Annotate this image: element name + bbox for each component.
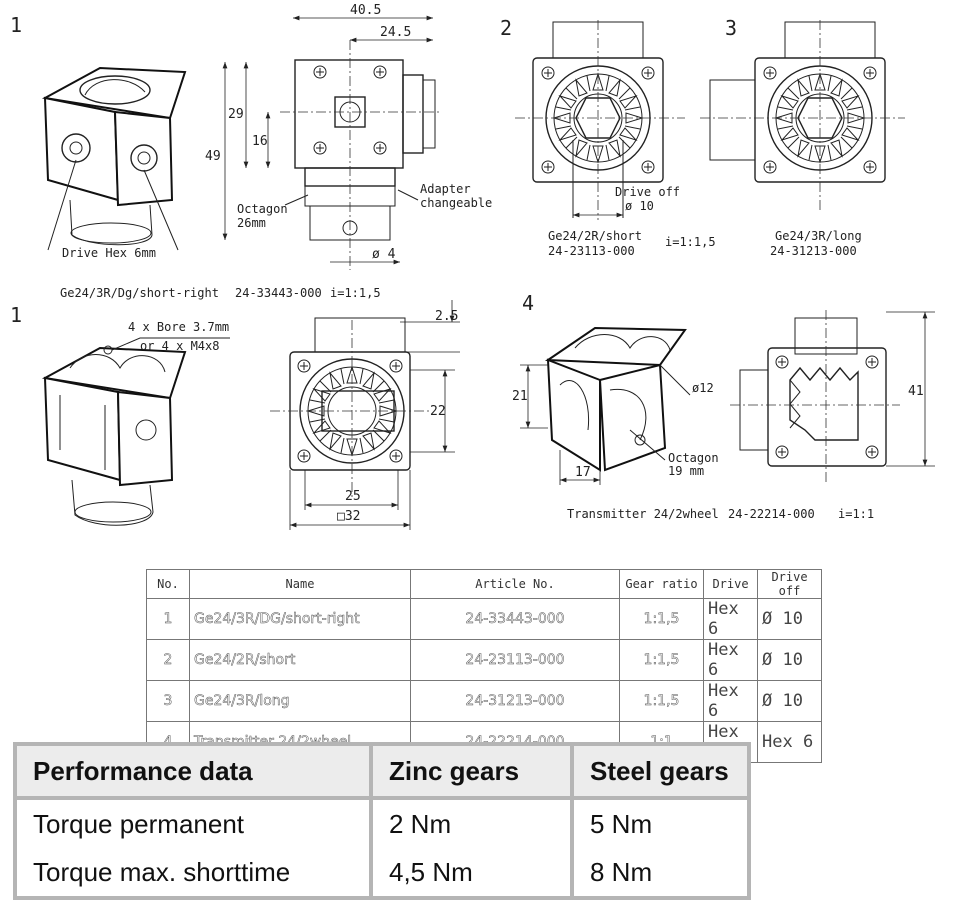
table-row: 3 Ge24/3R/long 24-31213-000 1:1,5 Hex 6 … — [146, 680, 822, 722]
drive-off-label: Drive off — [615, 185, 680, 199]
drive-hex-label: Drive Hex 6mm — [62, 246, 156, 260]
octagon-19-label: Octagon — [668, 451, 719, 465]
header-ratio: Gear ratio — [619, 569, 704, 599]
view-number-3: 3 — [725, 16, 737, 40]
table-row: Torque max. shorttime 4,5 Nm 8 Nm — [15, 848, 749, 898]
header-drive-off: Drive off — [757, 569, 822, 599]
dim-d12: ø12 — [692, 381, 714, 395]
dim-17: 17 — [575, 465, 591, 480]
dim-16: 16 — [252, 134, 268, 149]
dim-2-5: 2.5 — [435, 309, 458, 324]
row-name: Ge24/3R/DG/short-right — [189, 598, 411, 640]
performance-table: Performance data Zinc gears Steel gears … — [13, 742, 751, 900]
drive-off-diameter: ø 10 — [625, 199, 654, 213]
octagon-19-size: 19 mm — [668, 464, 704, 478]
header-drive: Drive — [703, 569, 758, 599]
view-3-label: Ge24/3R/long — [775, 229, 862, 243]
view-1-article: 24-33443-000 — [235, 286, 322, 300]
row-drive-off: Ø 10 — [757, 680, 822, 722]
view-2-front: 2 Drive off ø 10 Ge24/2R/short 24-23113-… — [500, 16, 716, 258]
octagon-label: Octagon — [237, 202, 288, 216]
table-row: Torque permanent 2 Nm 5 Nm — [15, 796, 749, 848]
view-1-label: Ge24/3R/Dg/short-right — [60, 286, 219, 300]
view-number-1: 1 — [10, 13, 22, 37]
view-2-label: Ge24/2R/short — [548, 229, 642, 243]
technical-drawing: 1 Drive Hex 6mm Ge24/3R/Dg/short-right 2… — [10, 3, 935, 530]
perf-header-steel: Steel gears — [572, 744, 749, 798]
octagon-size: 26mm — [237, 216, 266, 230]
header-no: No. — [146, 569, 190, 599]
row-drive: Hex 6 — [703, 639, 758, 681]
row-drive-off: Ø 10 — [757, 598, 822, 640]
view-number-1b: 1 — [10, 303, 22, 327]
dim-22: 22 — [430, 404, 446, 419]
row-ratio: 1:1,5 — [619, 639, 704, 681]
view-4-transmitter: 4 21 17 ø12 Octagon 19 mm 41 Transmitter… — [512, 291, 935, 521]
row-drive-off: Hex 6 — [757, 721, 822, 763]
row-no: 3 — [146, 680, 190, 722]
view-1b-front: 2.5 22 25 □32 — [270, 300, 460, 530]
dim-d4: ø 4 — [372, 247, 396, 262]
perf-row-steel: 8 Nm — [590, 856, 653, 887]
dim-24-5: 24.5 — [380, 25, 411, 40]
dim-25: 25 — [345, 489, 361, 504]
row-ratio: 1:1,5 — [619, 680, 704, 722]
header-article: Article No. — [410, 569, 620, 599]
view-number-2: 2 — [500, 16, 512, 40]
row-drive: Hex 6 — [703, 598, 758, 640]
row-no: 1 — [146, 598, 190, 640]
view-2-ratio: i=1:1,5 — [665, 235, 716, 249]
view-4-article: 24-22214-000 — [728, 507, 815, 521]
row-drive: Hex 6 — [703, 680, 758, 722]
performance-header: Performance data Zinc gears Steel gears — [15, 744, 749, 798]
view-number-4: 4 — [522, 291, 534, 315]
view-3-article: 24-31213-000 — [770, 244, 857, 258]
row-article: 24-31213-000 — [410, 680, 620, 722]
row-drive-off: Ø 10 — [757, 639, 822, 681]
bore-label: 4 x Bore 3.7mm — [128, 320, 229, 334]
view-4-label: Transmitter 24/2wheel — [567, 507, 719, 521]
row-name: Ge24/2R/short — [189, 639, 411, 681]
bore-thread: or 4 x M4x8 — [140, 339, 219, 353]
perf-header-zinc: Zinc gears — [371, 744, 574, 798]
table-row: 1 Ge24/3R/DG/short-right 24-33443-000 1:… — [146, 598, 822, 640]
row-ratio: 1:1,5 — [619, 598, 704, 640]
row-article: 24-33443-000 — [410, 598, 620, 640]
row-article: 24-23113-000 — [410, 639, 620, 681]
article-table-header: No. Name Article No. Gear ratio Drive Dr… — [146, 569, 822, 599]
dim-21: 21 — [512, 389, 528, 404]
view-1-ratio: i=1:1,5 — [330, 286, 381, 300]
perf-row-steel: 5 Nm — [572, 796, 749, 848]
perf-header-label: Performance data — [15, 744, 373, 798]
perf-row-zinc: 4,5 Nm — [371, 848, 574, 898]
perf-row-label: Torque max. shorttime — [15, 848, 373, 898]
view-1b-isometric: 1 4 x Bore 3.7mm or 4 x M4x8 — [10, 303, 230, 526]
view-1-isometric: 1 Drive Hex 6mm Ge24/3R/Dg/short-right 2… — [10, 13, 381, 300]
dim-32: □32 — [337, 509, 360, 524]
view-4-ratio: i=1:1 — [838, 507, 874, 521]
dim-40-5: 40.5 — [350, 3, 381, 18]
row-no: 2 — [146, 639, 190, 681]
perf-row-label: Torque permanent — [15, 796, 373, 848]
dim-29: 29 — [228, 107, 244, 122]
header-name: Name — [189, 569, 411, 599]
row-name: Ge24/3R/long — [189, 680, 411, 722]
dim-49: 49 — [205, 149, 221, 164]
adapter-label: Adapter — [420, 182, 471, 196]
adapter-label-2: changeable — [420, 196, 492, 210]
article-table: No. Name Article No. Gear ratio Drive Dr… — [146, 569, 822, 763]
perf-row-zinc: 2 Nm — [371, 796, 574, 848]
view-2-article: 24-23113-000 — [548, 244, 635, 258]
view-1-front-dimensioned: 40.5 24.5 49 29 16 ø 4 Octagon 26mm Adap… — [205, 3, 492, 270]
dim-41: 41 — [908, 384, 924, 399]
table-row: 2 Ge24/2R/short 24-23113-000 1:1,5 Hex 6… — [146, 639, 822, 681]
view-3-front: 3 Ge24/3R/long 24-31213-000 — [700, 16, 905, 258]
